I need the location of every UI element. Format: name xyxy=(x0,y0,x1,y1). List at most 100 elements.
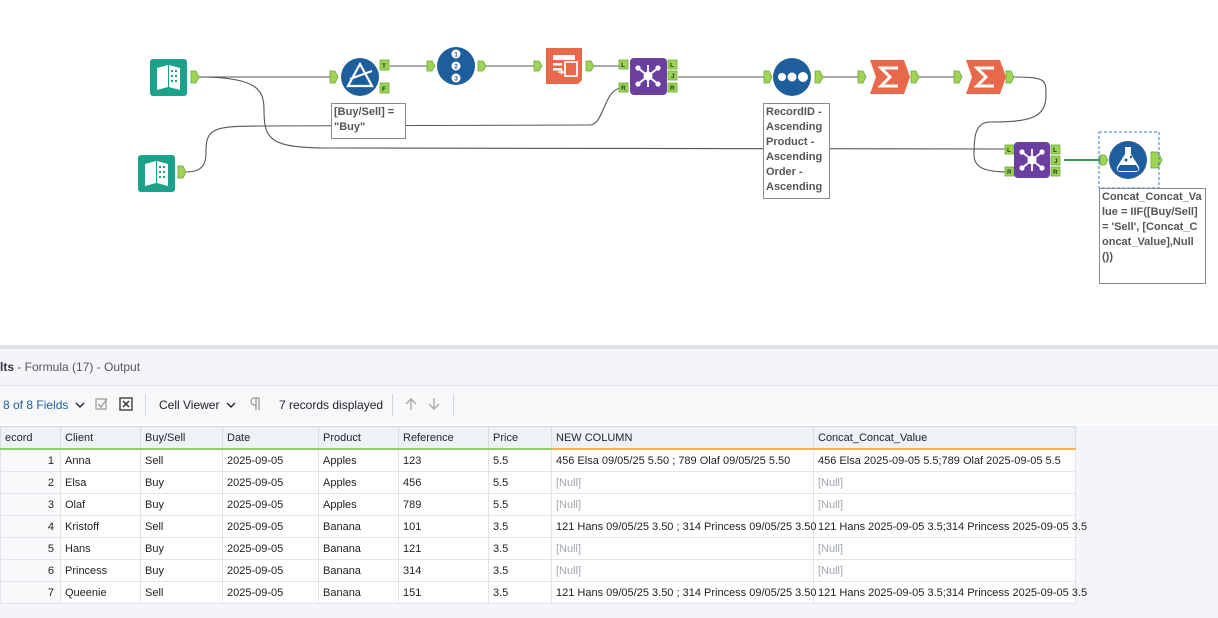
record-number-cell[interactable]: 7 xyxy=(0,581,61,604)
table-cell[interactable]: Queenie xyxy=(60,581,141,604)
table-cell[interactable]: 3.5 xyxy=(488,515,552,538)
table-cell[interactable]: Banana xyxy=(318,515,399,538)
viewer-selector[interactable]: Cell Viewer xyxy=(159,398,236,412)
table-cell[interactable]: 121 xyxy=(398,537,489,560)
column-header[interactable]: Price xyxy=(488,426,552,450)
table-cell[interactable]: [Null] xyxy=(551,537,814,560)
table-cell[interactable]: 2025-09-05 xyxy=(222,537,319,560)
table-cell[interactable]: 314 xyxy=(398,559,489,582)
sort-tool-icon[interactable] xyxy=(773,58,811,96)
filter-tool-icon[interactable] xyxy=(341,58,379,96)
table-cell[interactable]: Kristoff xyxy=(60,515,141,538)
formula-tool-icon[interactable] xyxy=(1109,141,1147,179)
table-cell[interactable]: 2025-09-05 xyxy=(222,448,319,472)
record-number-cell[interactable]: 1 xyxy=(0,448,61,472)
table-cell[interactable]: 5.5 xyxy=(488,448,552,472)
table-cell[interactable]: Banana xyxy=(318,581,399,604)
table-cell[interactable]: [Null] xyxy=(813,493,1076,516)
arrow-down-icon[interactable] xyxy=(427,397,441,411)
pilcrow-icon[interactable] xyxy=(250,397,262,411)
table-cell[interactable]: Olaf xyxy=(60,493,141,516)
table-cell[interactable]: Banana xyxy=(318,559,399,582)
check-all-icon[interactable] xyxy=(95,397,109,411)
summarize-tool-icon[interactable] xyxy=(966,60,1006,94)
table-cell[interactable]: 121 Hans 09/05/25 3.50 ; 314 Princess 09… xyxy=(551,515,817,538)
column-header[interactable]: Buy/Sell xyxy=(140,426,223,450)
table-cell[interactable]: Anna xyxy=(60,448,141,472)
join-tool-icon[interactable] xyxy=(630,58,667,95)
table-cell[interactable]: 121 Hans 09/05/25 3.50 ; 314 Princess 09… xyxy=(551,581,817,604)
table-cell[interactable]: Banana xyxy=(318,537,399,560)
table-cell[interactable]: 2025-09-05 xyxy=(222,559,319,582)
table-cell[interactable]: 456 Elsa 2025-09-05 5.5;789 Olaf 2025-09… xyxy=(813,448,1076,472)
table-cell[interactable]: 121 Hans 2025-09-05 3.5;314 Princess 202… xyxy=(813,581,1087,604)
table-cell[interactable]: Sell xyxy=(140,515,223,538)
table-cell[interactable]: [Null] xyxy=(813,559,1076,582)
table-cell[interactable]: 3.5 xyxy=(488,559,552,582)
table-cell[interactable]: 456 Elsa 09/05/25 5.50 ; 789 Olaf 09/05/… xyxy=(551,448,814,472)
table-cell[interactable]: [Null] xyxy=(551,493,814,516)
table-cell[interactable]: Buy xyxy=(140,559,223,582)
record-number-cell[interactable]: 3 xyxy=(0,493,61,516)
table-cell[interactable]: Buy xyxy=(140,537,223,560)
table-cell[interactable]: Elsa xyxy=(60,471,141,494)
table-cell[interactable]: 123 xyxy=(398,448,489,472)
column-header[interactable]: ecord xyxy=(0,426,61,450)
table-cell[interactable]: 3.5 xyxy=(488,581,552,604)
table-cell[interactable]: Apples xyxy=(318,448,399,472)
table-cell[interactable]: 2025-09-05 xyxy=(222,493,319,516)
table-cell[interactable]: 3.5 xyxy=(488,537,552,560)
table-cell[interactable]: [Null] xyxy=(551,471,814,494)
table-cell[interactable]: Apples xyxy=(318,493,399,516)
table-cell[interactable]: [Null] xyxy=(813,537,1076,560)
column-header[interactable]: Product xyxy=(318,426,399,450)
workflow-canvas[interactable]: T F L R L J R L R L J R xyxy=(0,0,1218,345)
table-cell[interactable]: [Null] xyxy=(551,559,814,582)
table-cell[interactable]: 2025-09-05 xyxy=(222,515,319,538)
table-cell[interactable]: Sell xyxy=(140,448,223,472)
record-number-cell[interactable]: 5 xyxy=(0,537,61,560)
column-header[interactable]: Reference xyxy=(398,426,489,450)
input-data-tool-icon[interactable] xyxy=(150,59,187,96)
input-data-tool-icon[interactable] xyxy=(138,155,175,192)
arrow-up-icon[interactable] xyxy=(404,397,418,411)
table-cell[interactable]: 456 xyxy=(398,471,489,494)
record-number-cell[interactable]: 6 xyxy=(0,559,61,582)
uncheck-all-icon[interactable] xyxy=(119,397,133,411)
pane-divider[interactable] xyxy=(0,345,1218,349)
table-cell[interactable]: Apples xyxy=(318,471,399,494)
table-cell[interactable]: Buy xyxy=(140,493,223,516)
table-cell[interactable]: Hans xyxy=(60,537,141,560)
table-cell[interactable]: 101 xyxy=(398,515,489,538)
table-cell[interactable]: 2025-09-05 xyxy=(222,581,319,604)
column-header[interactable]: Concat_Concat_Value xyxy=(813,426,1076,450)
record-id-tool-icon[interactable]: 123 xyxy=(437,47,475,85)
table-cell[interactable]: 121 Hans 2025-09-05 3.5;314 Princess 202… xyxy=(813,515,1087,538)
table-cell[interactable]: Sell xyxy=(140,581,223,604)
table-cell[interactable]: 5.5 xyxy=(488,493,552,516)
record-number-cell[interactable]: 4 xyxy=(0,515,61,538)
table-cell[interactable]: Buy xyxy=(140,471,223,494)
column-header[interactable]: NEW COLUMN xyxy=(551,426,814,450)
table-cell[interactable]: Princess xyxy=(60,559,141,582)
table-cell[interactable]: [Null] xyxy=(813,471,1076,494)
fields-selector[interactable]: 8 of 8 Fields xyxy=(3,398,85,412)
table-cell[interactable]: 5.5 xyxy=(488,471,552,494)
summarize-tool-icon[interactable] xyxy=(870,60,910,94)
column-header[interactable]: Client xyxy=(60,426,141,450)
join-tool-icon[interactable] xyxy=(1014,142,1050,178)
table-cell[interactable]: 151 xyxy=(398,581,489,604)
column-header[interactable]: Date xyxy=(222,426,319,450)
select-tool-icon[interactable] xyxy=(546,48,582,84)
record-number-cell[interactable]: 2 xyxy=(0,471,61,494)
table-cell[interactable]: 2025-09-05 xyxy=(222,471,319,494)
table-cell[interactable]: 789 xyxy=(398,493,489,516)
